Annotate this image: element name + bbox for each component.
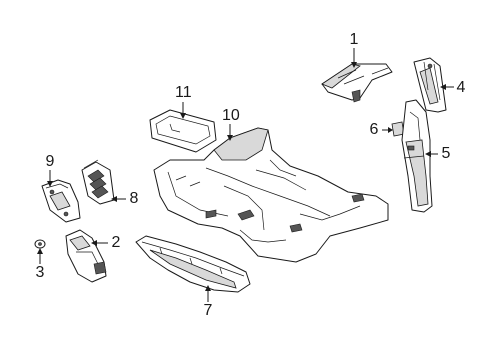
leader-11-arrow (180, 113, 186, 119)
callout-9: 9 (45, 153, 55, 170)
leader-8-arrow (111, 196, 117, 202)
leader-1-arrow (351, 62, 357, 68)
leader-9-arrow (47, 181, 53, 187)
part-9-bracket (41, 179, 81, 223)
part-8-vent-grille (81, 159, 115, 205)
leader-5-arrow (425, 151, 431, 157)
leader-2-arrow (91, 240, 97, 246)
leader-7-arrow (205, 285, 211, 291)
callout-7: 7 (203, 302, 213, 319)
leader-10-arrow (227, 135, 233, 141)
callout-1: 1 (349, 31, 359, 48)
leader-lines (37, 48, 454, 302)
part-2-kick-panel (65, 229, 107, 283)
part-3-push-clip (34, 239, 46, 249)
callout-2: 2 (111, 234, 121, 251)
part-1-upper-trim-panel (321, 63, 393, 103)
callout-6: 6 (369, 121, 379, 138)
callout-10: 10 (222, 107, 240, 124)
part-10-floor-carpet (153, 127, 389, 263)
leader-4-arrow (440, 84, 446, 90)
callout-3: 3 (35, 264, 45, 281)
part-11-floor-mat (149, 109, 217, 153)
part-5-lower-pillar-trim (401, 99, 433, 213)
part-4-pillar-trim (413, 57, 447, 113)
callout-11: 11 (175, 84, 192, 101)
callout-5: 5 (441, 145, 451, 162)
callout-4: 4 (456, 79, 466, 96)
leader-6-arrow (388, 127, 393, 133)
callout-8: 8 (129, 190, 139, 207)
leader-3-arrow (37, 248, 43, 254)
part-7-sill-plate (135, 235, 251, 293)
